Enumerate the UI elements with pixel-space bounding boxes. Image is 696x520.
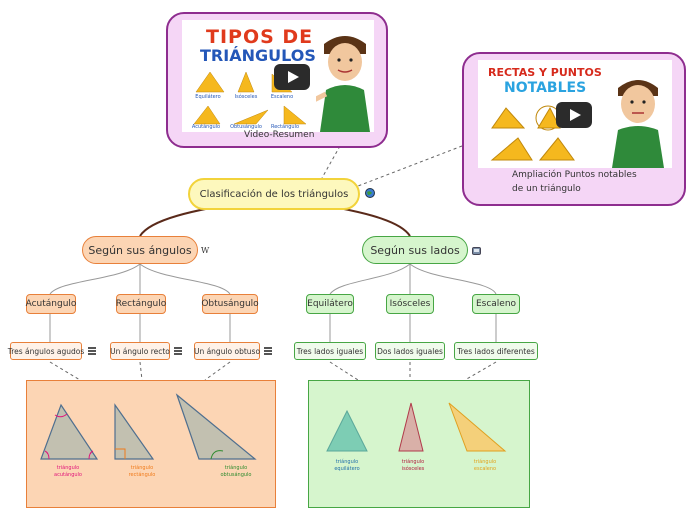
type-acutangulo[interactable]: Acutángulo — [26, 294, 76, 314]
video-summary-caption: Video-Resumen — [244, 130, 315, 140]
figure-label-escaleno: triángulo escaleno — [465, 459, 505, 473]
notes-icon[interactable] — [88, 347, 96, 355]
figure-label-equilatero-line2: equilátero — [334, 466, 360, 472]
notable-points-graphic — [490, 105, 575, 161]
branch-by-angles[interactable]: Según sus ángulos — [82, 236, 198, 264]
desc-equilatero-label: Tres lados iguales — [296, 346, 364, 356]
video-title-line2: TRIÁNGULOS — [200, 46, 316, 65]
type-acutangulo-label: Acutángulo — [25, 299, 77, 309]
side-triangles-panel[interactable]: triángulo equilátero triángulo isósceles… — [308, 380, 530, 508]
desc-obtusangulo-label: Un ángulo obtuso — [193, 346, 261, 356]
desc-equilatero[interactable]: Tres lados iguales — [294, 342, 366, 360]
thumb-label-escaleno: Escaleno — [270, 94, 294, 100]
figure-label-equilatero-line1: triángulo — [335, 459, 359, 465]
notes-icon[interactable] — [174, 347, 182, 355]
desc-acutangulo-label: Tres ángulos agudos — [7, 346, 85, 356]
video-notable-caption-line1: Ampliación Puntos notables — [512, 170, 637, 180]
video-summary-card[interactable]: TIPOS DE TRIÁNGULOS Equilátero Isósceles… — [166, 12, 388, 148]
wikipedia-icon[interactable]: W — [201, 246, 210, 255]
figure-label-isosceles: triángulo isósceles — [393, 459, 433, 473]
video-notable-points-thumbnail[interactable]: RECTAS Y PUNTOS NOTABLES — [478, 60, 672, 168]
desc-rectangulo-label: Un ángulo recto — [110, 346, 170, 356]
type-isosceles[interactable]: Isósceles — [386, 294, 434, 314]
angle-triangles-panel[interactable]: triángulo acutángulo triángulo rectángul… — [26, 380, 276, 508]
desc-rectangulo[interactable]: Un ángulo recto — [110, 342, 170, 360]
figure-label-rectangulo: triángulo rectángulo — [121, 465, 163, 479]
desc-escaleno-label: Tres lados diferentes — [457, 346, 535, 356]
figure-label-rectangulo-line2: rectángulo — [128, 472, 156, 478]
figure-label-acutangulo-line2: acutángulo — [54, 472, 82, 478]
link-icon[interactable] — [472, 247, 481, 255]
figure-label-rectangulo-line1: triángulo — [130, 465, 154, 471]
branch-by-angles-label: Según sus ángulos — [88, 243, 192, 257]
thumb-label-rectangulo: Rectángulo — [270, 124, 300, 130]
desc-isosceles[interactable]: Dos lados iguales — [375, 342, 445, 360]
central-topic[interactable]: Clasificación de los triángulos — [188, 178, 360, 210]
video-notable-points-card[interactable]: RECTAS Y PUNTOS NOTABLES Ampliación Punt… — [462, 52, 686, 206]
figure-label-escaleno-line2: escaleno — [473, 466, 497, 472]
thumb-label-equilatero: Equilátero — [195, 94, 221, 100]
branch-by-sides[interactable]: Según sus lados — [362, 236, 468, 264]
desc-acutangulo[interactable]: Tres ángulos agudos — [7, 342, 85, 360]
figure-label-acutangulo: triángulo acutángulo — [47, 465, 89, 479]
figure-label-obtusangulo: triángulo obtusángulo — [213, 465, 259, 479]
type-equilatero-label: Equilátero — [307, 299, 353, 309]
type-obtusangulo[interactable]: Obtusángulo — [201, 294, 259, 314]
video-summary-thumbnail[interactable]: TIPOS DE TRIÁNGULOS Equilátero Isósceles… — [182, 20, 374, 132]
video2-title-line1: RECTAS Y PUNTOS — [488, 66, 602, 79]
figure-label-obtusangulo-line1: triángulo — [224, 465, 248, 471]
thumb-label-obtusangulo: Obtusángulo — [230, 124, 262, 130]
branch-by-sides-label: Según sus lados — [370, 243, 460, 257]
video2-title-line2: NOTABLES — [504, 80, 587, 96]
thumb-label-isosceles: Isósceles — [234, 94, 258, 100]
figure-label-escaleno-line1: triángulo — [473, 459, 497, 465]
side-triangles-figure — [326, 402, 507, 452]
type-rectangulo[interactable]: Rectángulo — [116, 294, 166, 314]
video-notable-caption-line2: de un triángulo — [512, 184, 581, 194]
angle-triangles-figure — [40, 393, 257, 460]
type-equilatero[interactable]: Equilátero — [306, 294, 354, 314]
figure-label-isosceles-line2: isósceles — [401, 466, 425, 472]
figure-label-obtusangulo-line2: obtusángulo — [220, 472, 252, 478]
notes-icon[interactable] — [264, 347, 272, 355]
desc-isosceles-label: Dos lados iguales — [377, 346, 443, 356]
type-rectangulo-label: Rectángulo — [115, 299, 167, 309]
figure-label-isosceles-line1: triángulo — [401, 459, 425, 465]
globe-icon — [365, 188, 375, 198]
thumb-label-acutangulo: Acutángulo — [191, 124, 221, 130]
video-title-line1: TIPOS DE — [206, 26, 314, 48]
play-button-icon[interactable] — [556, 102, 592, 128]
central-topic-label: Clasificación de los triángulos — [199, 188, 349, 200]
type-isosceles-label: Isósceles — [389, 299, 431, 309]
desc-escaleno[interactable]: Tres lados diferentes — [454, 342, 538, 360]
type-obtusangulo-label: Obtusángulo — [201, 299, 259, 309]
play-button-icon[interactable] — [274, 64, 310, 90]
figure-label-acutangulo-line1: triángulo — [56, 465, 80, 471]
presenter-illustration — [316, 36, 370, 132]
type-escaleno-label: Escaleno — [475, 299, 517, 309]
desc-obtusangulo[interactable]: Un ángulo obtuso — [194, 342, 260, 360]
figure-label-equilatero: triángulo equilátero — [327, 459, 367, 473]
presenter2-illustration — [612, 80, 664, 168]
type-escaleno[interactable]: Escaleno — [472, 294, 520, 314]
